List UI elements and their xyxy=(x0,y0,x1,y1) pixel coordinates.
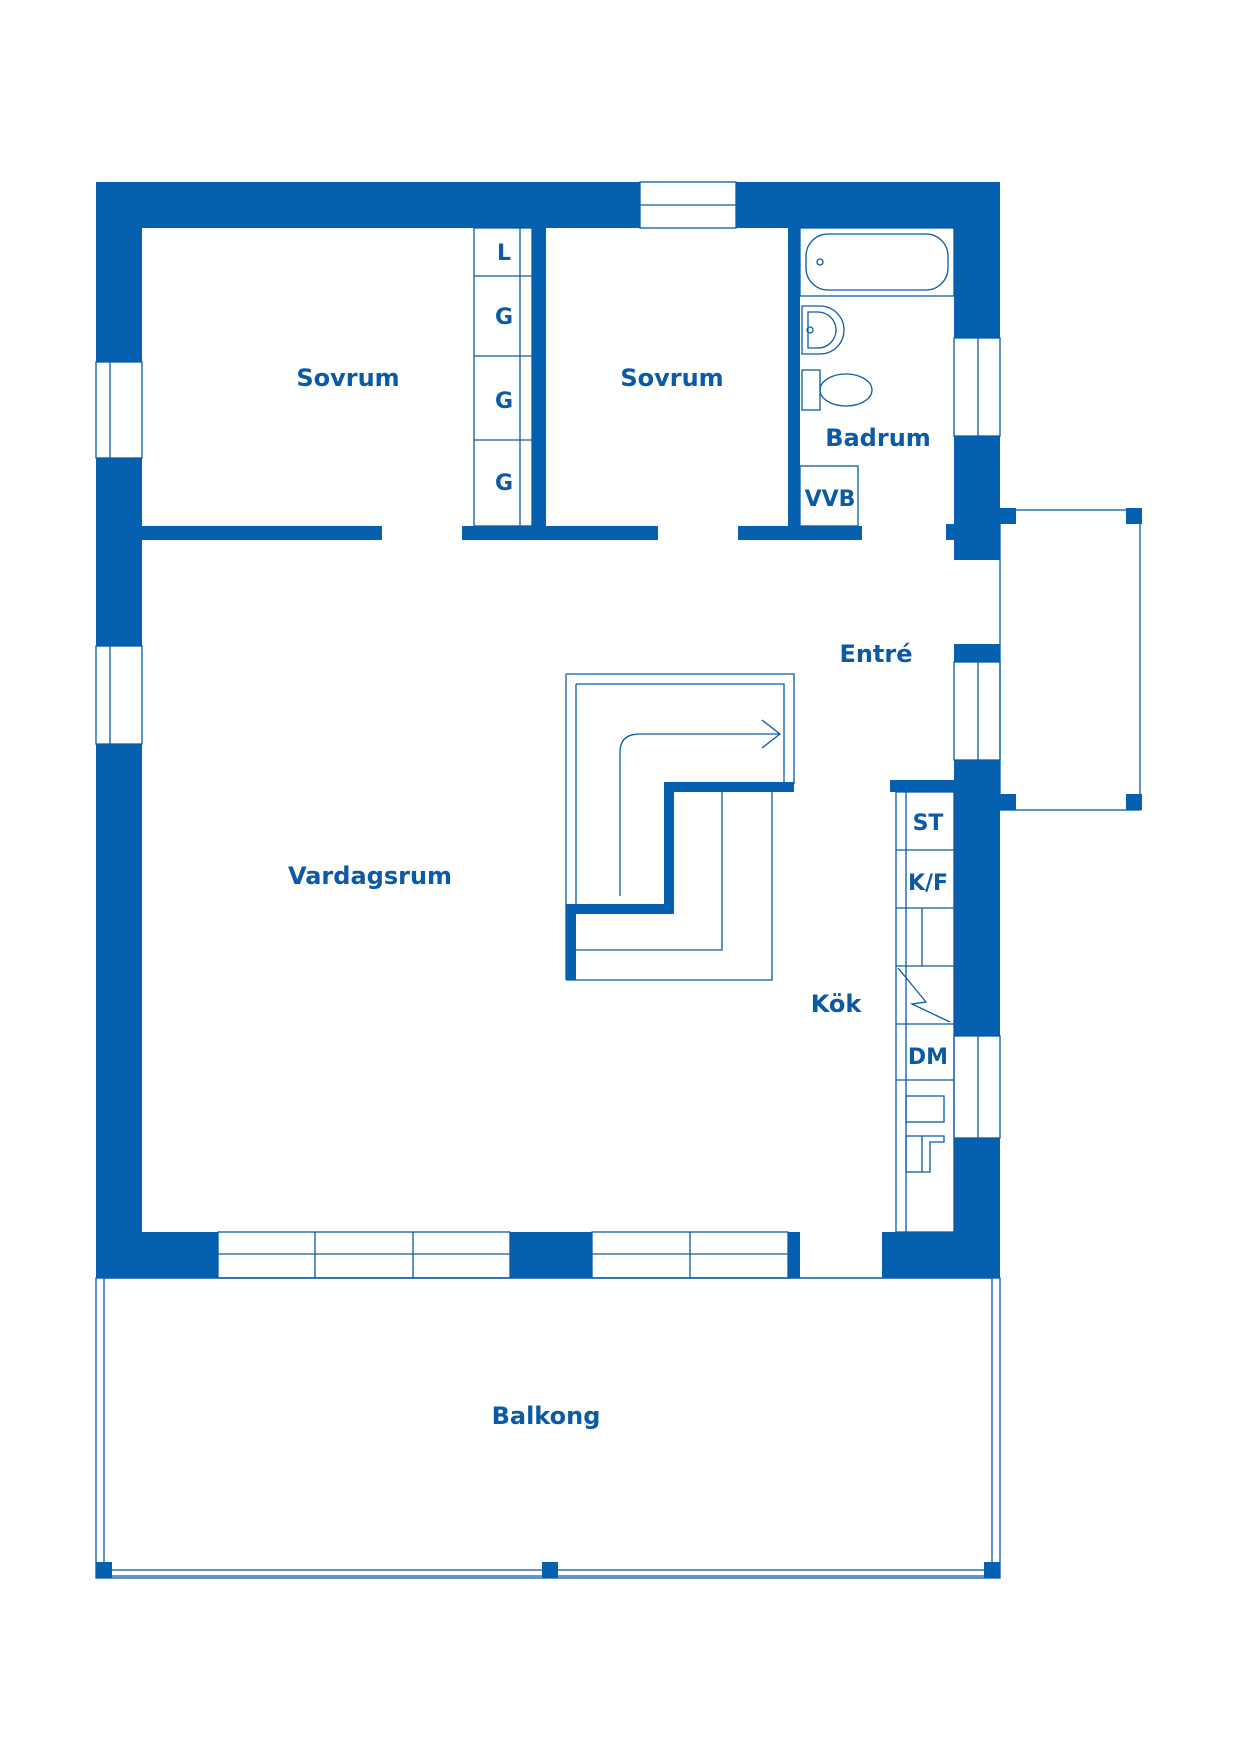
kitchen-units xyxy=(895,791,955,1233)
room-label-bedroom-2: Sovrum xyxy=(620,364,723,392)
fixture-labels: L G G G VVB ST K/F DM xyxy=(495,241,948,1070)
fridge-freezer-label: K/F xyxy=(908,871,948,896)
dishwasher-label: DM xyxy=(908,1045,948,1070)
room-label-entrance: Entré xyxy=(839,640,912,668)
room-label-living-room: Vardagsrum xyxy=(288,862,452,890)
linen-closet-label: L xyxy=(497,241,511,266)
bathroom-fixtures xyxy=(799,227,955,527)
stove-label: ST xyxy=(913,811,944,836)
wardrobe-label-2: G xyxy=(495,389,513,414)
room-label-kitchen: Kök xyxy=(811,990,863,1018)
wardrobe-label-3: G xyxy=(495,471,513,496)
wardrobes xyxy=(473,227,533,527)
room-label-balcony: Balkong xyxy=(492,1402,601,1430)
exterior-walls xyxy=(96,182,1016,1278)
room-label-bathroom: Badrum xyxy=(825,424,931,452)
entry-landing xyxy=(999,508,1142,811)
staircase xyxy=(565,673,795,981)
interior-walls xyxy=(142,228,954,792)
room-label-bedroom-1: Sovrum xyxy=(296,364,399,392)
windows xyxy=(95,181,1001,1279)
wardrobe-label-1: G xyxy=(495,305,513,330)
water-heater-label: VVB xyxy=(805,487,856,512)
room-labels: Sovrum Sovrum Badrum Vardagsrum Entré Kö… xyxy=(288,364,931,1430)
